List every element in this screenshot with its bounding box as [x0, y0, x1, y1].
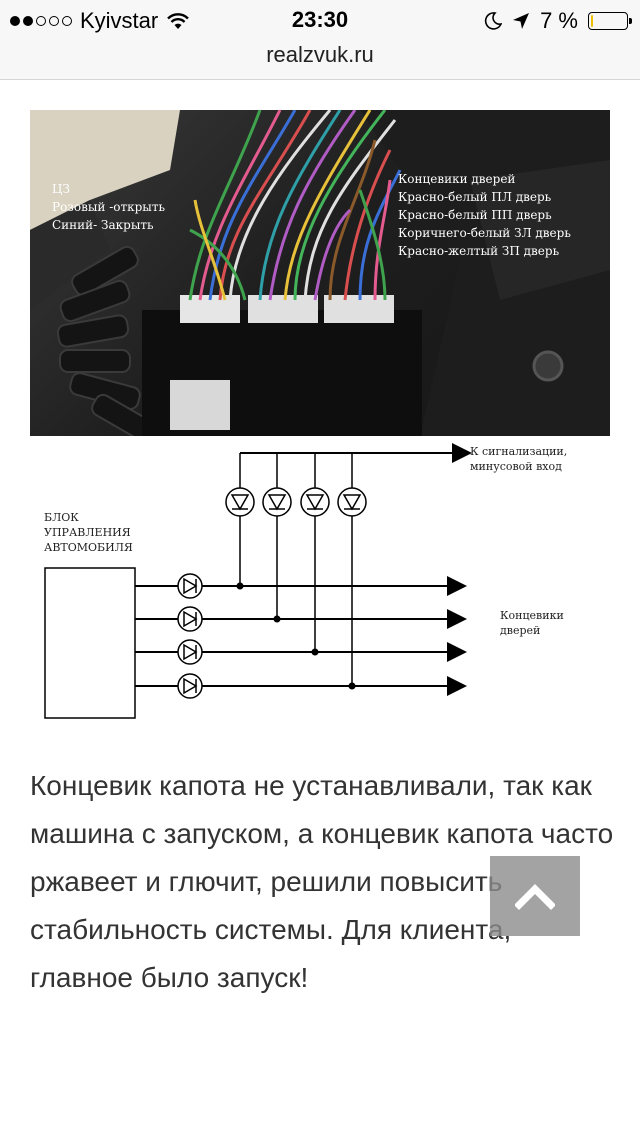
label-line: БЛОК [44, 511, 79, 524]
label-line: Концевики [500, 609, 564, 622]
signal-dot [49, 16, 59, 26]
wifi-icon [167, 13, 190, 29]
caption-line: Синий- Закрыть [52, 218, 154, 232]
signal-strength-icon [10, 16, 72, 26]
diagram-label-door-switches: Концевики дверей [500, 608, 564, 638]
wiring-diagram-graphic [44, 443, 472, 719]
wiring-diagram: БЛОК УПРАВЛЕНИЯ АВТОМОБИЛЯ К сигнализаци… [30, 436, 610, 736]
status-right: 7 % [484, 8, 632, 34]
battery-icon [588, 12, 632, 30]
battery-percent: 7 % [540, 8, 578, 33]
caption-line: Красно-желтый ЗП дверь [398, 244, 560, 258]
clock: 23:30 [291, 7, 349, 32]
photo-caption-central-locking: ЦЗ Розовый -открыть Синий- Закрыть [52, 180, 165, 234]
carrier-name: Kyivstar [80, 8, 159, 33]
photo-caption-door-switches: Концевики дверей Красно-белый ПЛ дверь К… [398, 170, 571, 260]
wiring-photo-graphic [30, 110, 610, 436]
label-line: УПРАВЛЕНИЯ [44, 526, 131, 539]
status-bar: Kyivstar 23:30 7 % [0, 0, 640, 40]
location-arrow-icon [513, 13, 530, 29]
diagram-label-control-unit: БЛОК УПРАВЛЕНИЯ АВТОМОБИЛЯ [44, 510, 133, 555]
label-line: минусовой вход [470, 460, 562, 473]
signal-dot [62, 16, 72, 26]
battery-level [591, 15, 593, 27]
article-paragraph: Концевик капота не устанавливали, так ка… [30, 770, 614, 993]
signal-dot [23, 16, 33, 26]
label-line: К сигнализации, [470, 445, 568, 458]
wiring-photo: ЦЗ Розовый -открыть Синий- Закрыть Конце… [30, 110, 610, 436]
label-line: дверей [500, 624, 541, 637]
caption-line: Красно-белый ПП дверь [398, 208, 552, 222]
signal-dot [36, 16, 46, 26]
caption-line: ЦЗ [52, 182, 70, 196]
signal-dot [10, 16, 20, 26]
moon-icon [484, 12, 503, 30]
caption-line: Концевики дверей [398, 172, 516, 186]
caption-line: Розовый -открыть [52, 200, 166, 214]
caption-line: Красно-белый ПЛ дверь [398, 190, 552, 204]
url-bar[interactable]: realzvuk.ru [0, 40, 640, 80]
diagram-label-alarm-input: К сигнализации, минусовой вход [470, 444, 567, 474]
url-text[interactable]: realzvuk.ru [266, 42, 374, 67]
label-line: АВТОМОБИЛЯ [44, 541, 133, 554]
scroll-to-top-button[interactable] [490, 856, 580, 936]
status-left: Kyivstar [10, 8, 190, 34]
caption-line: Коричнего-белый ЗЛ дверь [398, 226, 571, 240]
chevron-up-icon [515, 884, 555, 910]
